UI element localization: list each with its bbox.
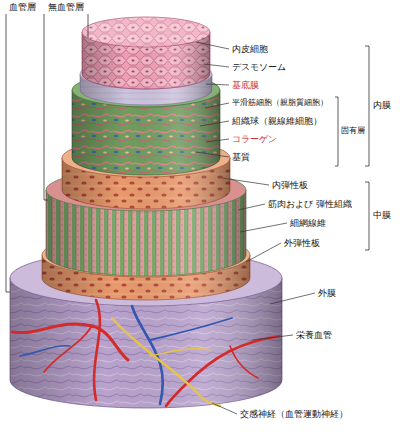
- leader-line: [205, 103, 229, 108]
- part-label: 平滑筋細胞（親脂質細胞）: [232, 98, 328, 108]
- leader-line: [200, 121, 229, 126]
- leader-line: [206, 139, 229, 142]
- artery: [230, 346, 258, 378]
- leader-line: [222, 178, 269, 185]
- bracket: [365, 46, 369, 166]
- vasa-vasorum: [12, 300, 280, 406]
- leader-line: [204, 64, 229, 67]
- part-label: 栄養血管: [296, 330, 332, 341]
- layer-brackets: [6, 14, 369, 292]
- endothelium-layer: [82, 17, 210, 89]
- layer-group-label: 無血管層: [48, 2, 84, 13]
- layer-label: 固有層: [341, 126, 365, 136]
- part-label: コラーゲン: [232, 134, 277, 145]
- artery: [94, 300, 100, 400]
- part-label: 組織球（親線維細胞）: [232, 116, 322, 127]
- leader-line: [246, 243, 281, 262]
- part-label: 交感神経（血管運動神経）: [240, 409, 348, 420]
- artery: [12, 324, 128, 360]
- leader-line: [252, 335, 293, 340]
- layer-label: 中膜: [373, 210, 391, 221]
- bracket: [365, 182, 369, 250]
- nerve: [150, 349, 210, 356]
- layer-label: 内膜: [373, 100, 391, 111]
- nerve: [112, 318, 220, 406]
- part-label: 筋肉および 弾性組織: [268, 199, 352, 210]
- leader-line: [240, 223, 287, 232]
- part-label: 細網線維: [290, 218, 326, 229]
- part-label: 内弾性板: [272, 180, 308, 191]
- vein: [150, 318, 232, 340]
- layer-label: 外膜: [318, 288, 336, 299]
- layer-group-label: 血管層: [9, 2, 36, 13]
- leader-line: [206, 84, 229, 85]
- artery: [44, 326, 92, 372]
- artery: [166, 336, 280, 406]
- highlight: [82, 17, 210, 47]
- leader-line: [212, 403, 237, 414]
- part-label: 内皮細胞: [232, 44, 268, 55]
- bracket: [44, 14, 48, 200]
- part-label: デスモソーム: [232, 62, 286, 73]
- part-label: 基質: [232, 152, 250, 163]
- part-label: 基底膜: [232, 80, 259, 91]
- endothelium-surface: [82, 17, 210, 47]
- bracket: [88, 14, 89, 38]
- leader-line: [238, 204, 265, 210]
- leader-line: [196, 42, 229, 49]
- leader-line: [196, 152, 229, 157]
- bracket: [6, 14, 10, 292]
- leader-line: [270, 293, 315, 304]
- part-label: 外弾性板: [284, 238, 320, 249]
- bracket: [335, 97, 338, 166]
- vein: [20, 346, 70, 356]
